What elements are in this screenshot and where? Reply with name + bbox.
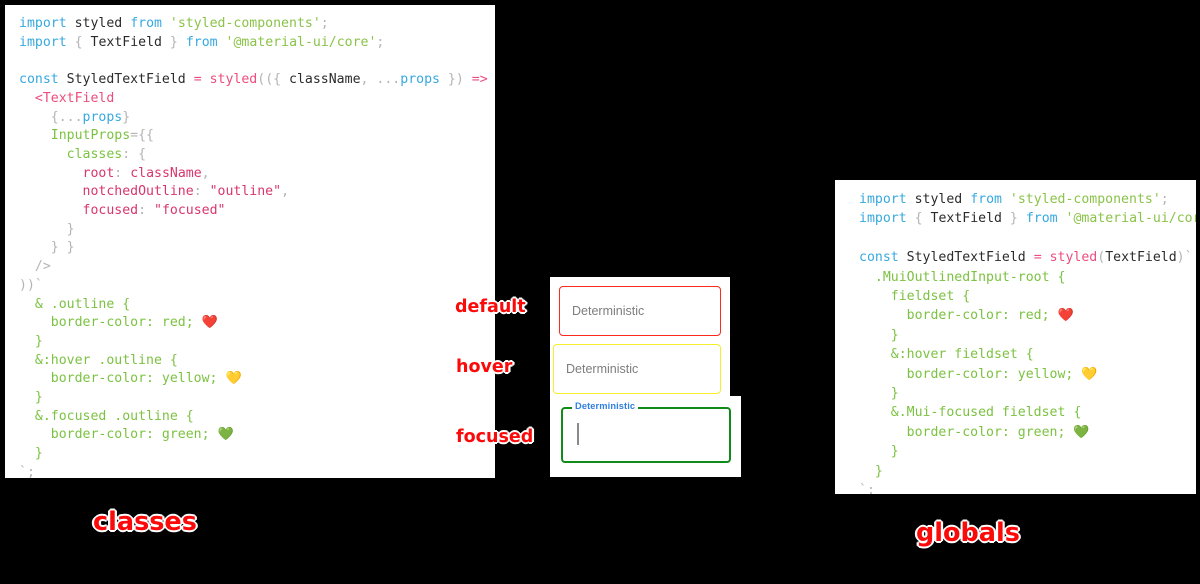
code-line: `; [859, 483, 875, 494]
code-line: const StyledTextField = styled(TextField… [859, 250, 1193, 266]
code-line: &.Mui-focused fieldset { [890, 405, 1082, 421]
code-line: &:hover .outline { [34, 352, 178, 368]
code-line: } [66, 221, 75, 237]
code-line: classes: { [66, 146, 147, 162]
textfield-focused-label: Deterministic [572, 401, 639, 411]
code-line: border-color: red; ❤️ [50, 315, 218, 331]
code-line: } [890, 327, 899, 343]
code-line: focused: "focused" [82, 203, 226, 219]
code-line: /> [34, 259, 51, 275]
code-line: border-color: yellow; 💛 [50, 371, 242, 387]
text-caret [577, 423, 579, 445]
textfield-default-value: Deterministic [572, 304, 645, 318]
code-panel-globals: import styled from 'styled-components'; … [835, 180, 1196, 494]
code-line: .MuiOutlinedInput-root { [874, 269, 1066, 285]
caption-globals: globals [916, 518, 1020, 548]
code-line: & .outline { [34, 296, 131, 312]
code-line: } } [50, 240, 75, 256]
code-line: ))` [19, 277, 43, 293]
code-line: border-color: yellow; 💛 [906, 366, 1098, 382]
code-line: &.focused .outline { [34, 408, 194, 424]
code-line-blank [859, 229, 1196, 248]
textfield-default[interactable]: Deterministic [559, 286, 721, 336]
code-line-blank [19, 52, 495, 71]
code-line: import styled from 'styled-components'; [859, 192, 1169, 207]
code-line: const StyledTextField = styled(({ classN… [19, 72, 488, 88]
textfield-hover[interactable]: Deterministic [553, 344, 721, 394]
code-line: &:hover fieldset { [890, 347, 1034, 363]
code-panel-classes: import styled from 'styled-components'; … [5, 5, 495, 478]
code-line: {...props} [50, 109, 131, 125]
annotation-hover: hover [456, 357, 513, 377]
annotation-focused: focused [456, 427, 534, 447]
code-line: } [34, 333, 43, 349]
code-line: } [34, 446, 43, 462]
code-line: border-color: green; 💚 [906, 424, 1090, 440]
caption-classes: classes [93, 507, 197, 537]
code-line: border-color: red; ❤️ [906, 308, 1074, 324]
code-line: border-color: green; 💚 [50, 427, 234, 443]
code-line: InputProps={{ [50, 128, 154, 144]
code-line: } [890, 386, 899, 402]
code-line: root: className, [82, 165, 210, 181]
code-line: } [34, 390, 43, 406]
code-line: <TextField [34, 90, 115, 106]
code-line: fieldset { [890, 289, 971, 305]
code-line: import { TextField } from '@material-ui/… [19, 34, 385, 50]
textfield-hover-value: Deterministic [566, 362, 639, 376]
code-line: import { TextField } from '@material-ui/… [859, 211, 1196, 227]
code-line: import styled from 'styled-components'; [19, 16, 329, 31]
code-line: } [890, 444, 899, 460]
code-line: notchedOutline: "outline", [82, 184, 290, 200]
annotation-default: default [455, 297, 526, 317]
code-line: `; [19, 464, 35, 478]
code-line: } [874, 463, 883, 479]
textfield-focused[interactable]: Deterministic [561, 401, 731, 463]
